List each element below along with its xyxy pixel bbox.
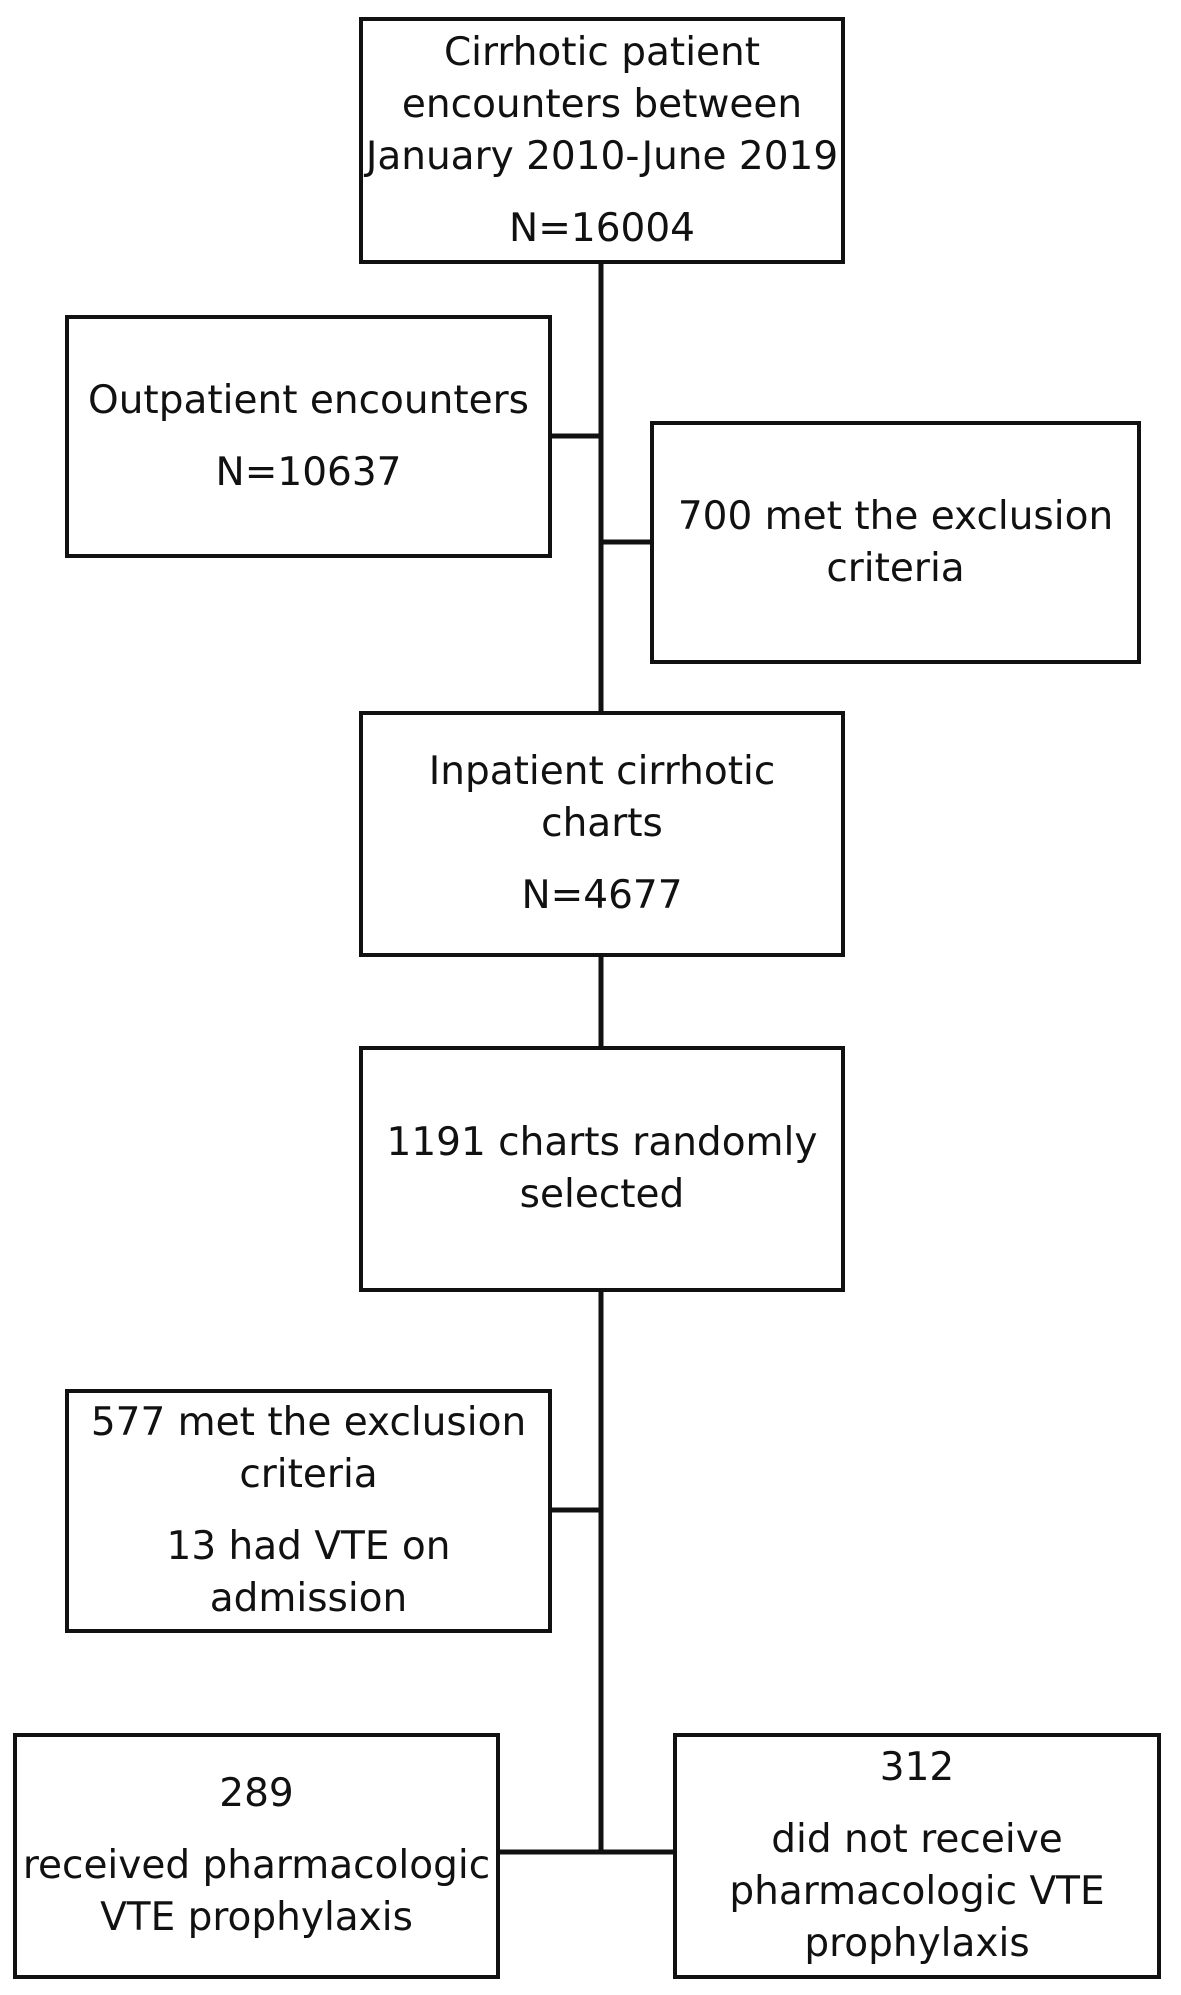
received-count: 289: [219, 1771, 294, 1816]
box-not-received-prophylaxis: 312 did not receive pharmacologic VTE pr…: [673, 1733, 1161, 1979]
encounters-line-2: encounters between: [401, 81, 803, 127]
not-received-count: 312: [879, 1745, 955, 1790]
encounters-line-3: January 2010-June 2019: [365, 133, 839, 179]
inpatient-line-2: charts: [541, 801, 663, 846]
box-charts-selected: 1191 charts randomly selected: [359, 1046, 845, 1292]
encounters-line-1: Cirrhotic patient: [443, 29, 761, 75]
exclusion-577-line-1: 577 met the exclusion: [90, 1400, 527, 1445]
selected-line-1: 1191 charts randomly: [386, 1120, 818, 1165]
received-line-1: received pharmacologic: [22, 1843, 491, 1888]
exclusion-577-line-3: 13 had VTE on: [166, 1524, 451, 1569]
inpatient-line-1: Inpatient cirrhotic: [428, 749, 776, 794]
received-line-2: VTE prophylaxis: [100, 1895, 413, 1940]
not-received-line-3: prophylaxis: [804, 1921, 1030, 1966]
box-received-prophylaxis: 289 received pharmacologic VTE prophylax…: [13, 1733, 500, 1979]
exclusion-577-line-4: admission: [209, 1576, 408, 1621]
box-cirrhotic-encounters: Cirrhotic patient encounters between Jan…: [359, 17, 845, 264]
box-exclusion-577: 577 met the exclusion criteria 13 had VT…: [65, 1389, 552, 1633]
box-outpatient-encounters: Outpatient encounters N=10637: [65, 315, 552, 558]
exclusion-700-line-1: 700 met the exclusion: [677, 493, 1114, 539]
not-received-line-1: did not receive: [771, 1817, 1063, 1862]
outpatient-line-1: Outpatient encounters: [88, 377, 529, 423]
box-exclusion-700: 700 met the exclusion criteria: [650, 421, 1141, 664]
exclusion-700-line-2: criteria: [826, 545, 965, 591]
not-received-line-2: pharmacologic VTE: [729, 1869, 1105, 1914]
encounters-count: N=16004: [509, 205, 695, 251]
outpatient-count: N=10637: [215, 449, 402, 495]
selected-line-2: selected: [519, 1172, 685, 1217]
inpatient-count: N=4677: [521, 873, 683, 918]
exclusion-577-line-2: criteria: [239, 1452, 378, 1497]
box-inpatient-charts: Inpatient cirrhotic charts N=4677: [359, 711, 845, 957]
